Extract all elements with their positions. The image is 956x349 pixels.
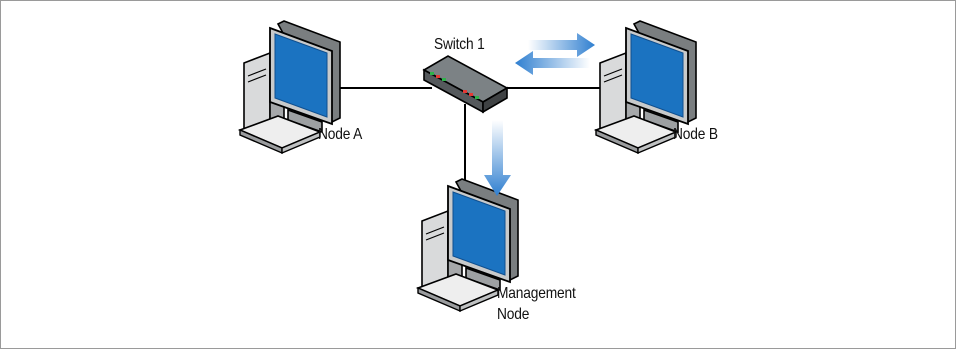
management-node-label-line2: Node (497, 306, 530, 323)
cables (333, 87, 604, 188)
network-switch-icon (422, 55, 509, 114)
management-node-label-line1: Management (497, 285, 576, 302)
arrow-bidirectional-icon (515, 33, 595, 75)
node-b-label: Node B (673, 126, 718, 143)
switch-label: Switch 1 (434, 36, 485, 53)
arrow-down-icon (484, 120, 511, 196)
node-a-label: Node A (318, 126, 363, 143)
